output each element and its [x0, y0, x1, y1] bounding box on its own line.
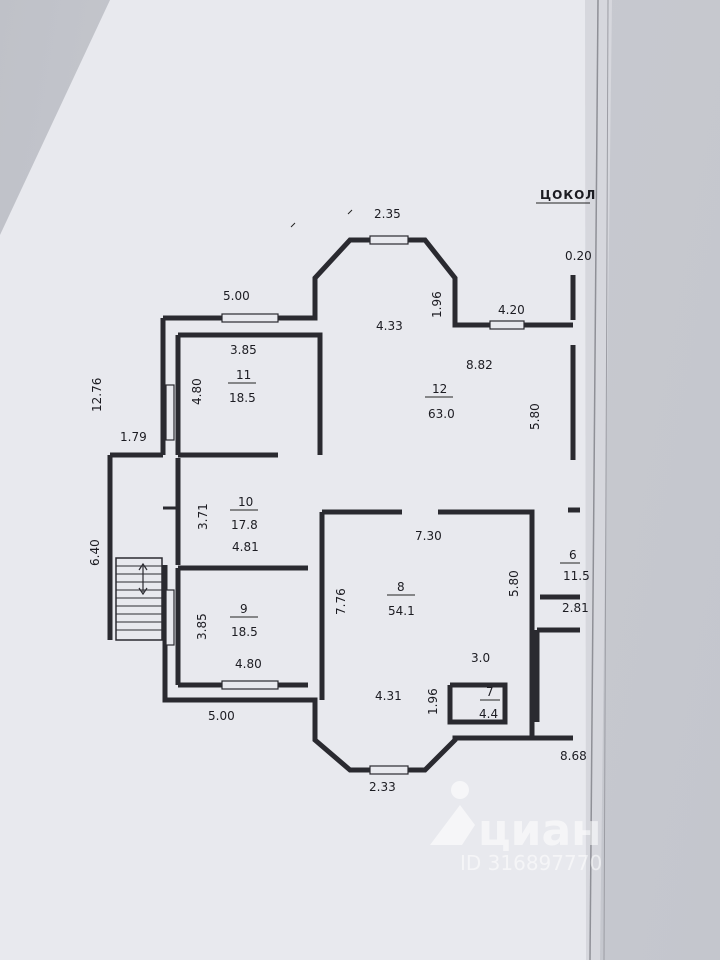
dim-height-580-top: 5.80 — [528, 403, 542, 430]
watermark-id: ID 316897770 — [460, 851, 602, 875]
room-10-area: 17.8 — [231, 518, 258, 532]
dim-height-776: 7.76 — [334, 588, 348, 615]
floor-label: ЦОКОЛ — [540, 188, 596, 202]
tick-marks — [290, 209, 353, 228]
watermark-brand: циан — [478, 805, 602, 856]
dim-height-580-mid: 5.80 — [507, 570, 521, 597]
room-6-area: 11.5 — [563, 569, 590, 583]
windows — [165, 235, 525, 775]
dim-stair-179: 1.79 — [120, 430, 147, 444]
dim-width-481: 4.81 — [232, 540, 259, 554]
room-9-area: 18.5 — [231, 625, 258, 639]
dim-top-bay: 2.35 — [374, 207, 401, 221]
dim-bay-side-top: 1.96 — [430, 291, 444, 318]
dim-width-730: 7.30 — [415, 529, 442, 543]
dim-height-640: 6.40 — [88, 539, 102, 566]
room-9-number: 9 — [240, 602, 248, 616]
room-11-number: 11 — [236, 368, 251, 382]
room-8-number: 8 — [397, 580, 405, 594]
dim-bay-depth-top: 4.33 — [376, 319, 403, 333]
paper-fold-line-2 — [603, 0, 609, 960]
dim-bay-side-bot: 1.96 — [426, 688, 440, 715]
dim-width-882: 8.82 — [466, 358, 493, 372]
dim-bot-bay: 2.33 — [369, 780, 396, 794]
dim-total-1276: 12.76 — [90, 378, 104, 412]
room-11-area: 18.5 — [229, 391, 256, 405]
dim-width-480-bot: 4.80 — [235, 657, 262, 671]
dim-width-385-top: 3.85 — [230, 343, 257, 357]
room-7-area: 4.4 — [479, 707, 498, 721]
room-10-number: 10 — [238, 495, 253, 509]
paper-fold-line — [589, 0, 599, 960]
room-6-number: 6 — [569, 548, 577, 562]
dim-width-500-top: 5.00 — [223, 289, 250, 303]
dim-width-500-bot: 5.00 — [208, 709, 235, 723]
dim-height-480-top: 4.80 — [190, 378, 204, 405]
dim-width-281: 2.81 — [562, 601, 589, 615]
room-12-number: 12 — [432, 382, 447, 396]
dim-width-420: 4.20 — [498, 303, 525, 317]
dim-height-385-bot: 3.85 — [195, 613, 209, 640]
watermark-logo-icon — [430, 781, 475, 845]
dim-height-371: 3.71 — [196, 503, 210, 530]
room-8-area: 54.1 — [388, 604, 415, 618]
room-fraction-lines — [228, 382, 580, 701]
room-12-area: 63.0 — [428, 407, 455, 421]
dim-width-868: 8.68 — [560, 749, 587, 763]
staircase — [115, 557, 163, 641]
walls — [107, 237, 580, 773]
dim-right-edge: 0.20 — [565, 249, 592, 263]
dim-bay-depth-bot: 4.31 — [375, 689, 402, 703]
dim-width-30: 3.0 — [471, 651, 490, 665]
room-7-number: 7 — [486, 685, 494, 699]
